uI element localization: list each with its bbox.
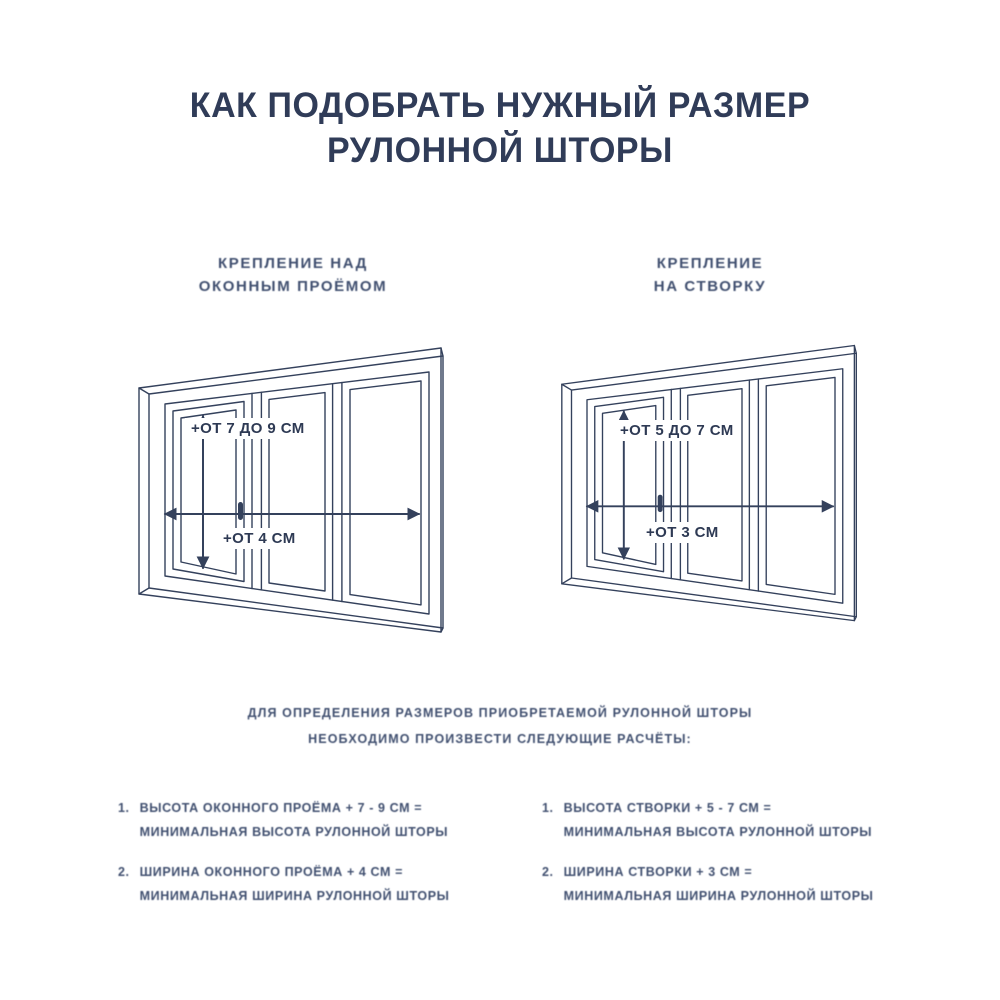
heading-left-line-1: КРЕПЛЕНИЕ НАД <box>218 255 368 272</box>
note-line-2: НЕОБХОДИМО ПРОИЗВЕСТИ СЛЕДУЮЩИЕ РАСЧЁТЫ: <box>308 732 692 747</box>
calc-item-line-2: МИНИМАЛЬНАЯ ВЫСОТА РУЛОННОЙ ШТОРЫ <box>139 825 449 840</box>
calc-item-line-1: ВЫСОТА ОКОННОГО ПРОЁМА + 7 - 9 СМ = <box>139 801 423 815</box>
page-title-line-2: РУЛОННОЙ ШТОРЫ <box>327 130 673 170</box>
width-measure-label: +ОТ 4 СМ <box>217 528 302 549</box>
calc-item-line-1: ШИРИНА СТВОРКИ + 3 СМ = <box>563 864 753 879</box>
calc-item-line-1: ШИРИНА ОКОННОГО ПРОЁМА + 4 СМ = <box>139 864 403 879</box>
window-diagram-on-sash: +ОТ 5 ДО 7 СМ +ОТ 3 СМ <box>556 338 866 632</box>
calc-item-line-2: МИНИМАЛЬНАЯ ШИРИНА РУЛОННОЙ ШТОРЫ <box>563 889 874 904</box>
height-measure-label: +ОТ 7 ДО 9 СМ <box>185 418 311 439</box>
note-line-1: ДЛЯ ОПРЕДЕЛЕНИЯ РАЗМЕРОВ ПРИОБРЕТАЕМОЙ Р… <box>247 706 753 720</box>
calc-item-number: 2. <box>542 864 554 879</box>
window-illustration <box>556 338 866 632</box>
calc-item: 2. ШИРИНА СТВОРКИ + 3 СМ = МИНИМАЛЬНАЯ Ш… <box>542 860 912 909</box>
heading-mount-above-opening: КРЕПЛЕНИЕ НАД ОКОННЫМ ПРОЁМОМ <box>128 253 458 298</box>
calc-item-number: 2. <box>118 864 130 879</box>
calc-item-line-2: МИНИМАЛЬНАЯ ВЫСОТА РУЛОННОЙ ШТОРЫ <box>563 825 873 840</box>
page-title-line-1: КАК ПОДОБРАТЬ НУЖНЫЙ РАЗМЕР <box>189 86 811 125</box>
window-diagram-above-opening: +ОТ 7 ДО 9 СМ +ОТ 4 СМ <box>133 342 453 642</box>
window-illustration <box>133 342 453 642</box>
heading-right-line-2: НА СТВОРКУ <box>653 277 767 295</box>
calc-item-text: ШИРИНА ОКОННОГО ПРОЁМА + 4 СМ = МИНИМАЛЬ… <box>140 860 450 909</box>
calculation-note: ДЛЯ ОПРЕДЕЛЕНИЯ РАЗМЕРОВ ПРИОБРЕТАЕМОЙ Р… <box>0 700 1000 753</box>
calc-item-text: ВЫСОТА ОКОННОГО ПРОЁМА + 7 - 9 СМ = МИНИ… <box>140 796 449 845</box>
calc-list-opening: 1. ВЫСОТА ОКОННОГО ПРОЁМА + 7 - 9 СМ = М… <box>118 796 488 924</box>
calc-item-line-1: ВЫСОТА СТВОРКИ + 5 - 7 СМ = <box>563 801 772 815</box>
heading-mount-on-sash: КРЕПЛЕНИЕ НА СТВОРКУ <box>560 253 860 298</box>
width-measure-label: +ОТ 3 СМ <box>640 522 725 543</box>
calc-item-line-2: МИНИМАЛЬНАЯ ШИРИНА РУЛОННОЙ ШТОРЫ <box>139 889 450 904</box>
page-title: КАК ПОДОБРАТЬ НУЖНЫЙ РАЗМЕР РУЛОННОЙ ШТО… <box>15 84 985 174</box>
calc-item-text: ВЫСОТА СТВОРКИ + 5 - 7 СМ = МИНИМАЛЬНАЯ … <box>564 796 873 845</box>
calc-item: 1. ВЫСОТА ОКОННОГО ПРОЁМА + 7 - 9 СМ = М… <box>118 796 488 845</box>
calc-item: 1. ВЫСОТА СТВОРКИ + 5 - 7 СМ = МИНИМАЛЬН… <box>542 796 912 845</box>
calc-item-number: 1. <box>542 801 554 815</box>
calc-item-text: ШИРИНА СТВОРКИ + 3 СМ = МИНИМАЛЬНАЯ ШИРИ… <box>564 860 874 909</box>
heading-right-line-1: КРЕПЛЕНИЕ <box>656 255 764 272</box>
heading-left-line-2: ОКОННЫМ ПРОЁМОМ <box>198 277 388 295</box>
height-measure-label: +ОТ 5 ДО 7 СМ <box>614 420 740 441</box>
calc-item-number: 1. <box>118 801 130 815</box>
calc-list-sash: 1. ВЫСОТА СТВОРКИ + 5 - 7 СМ = МИНИМАЛЬН… <box>542 796 912 924</box>
calc-item: 2. ШИРИНА ОКОННОГО ПРОЁМА + 4 СМ = МИНИМ… <box>118 860 488 909</box>
